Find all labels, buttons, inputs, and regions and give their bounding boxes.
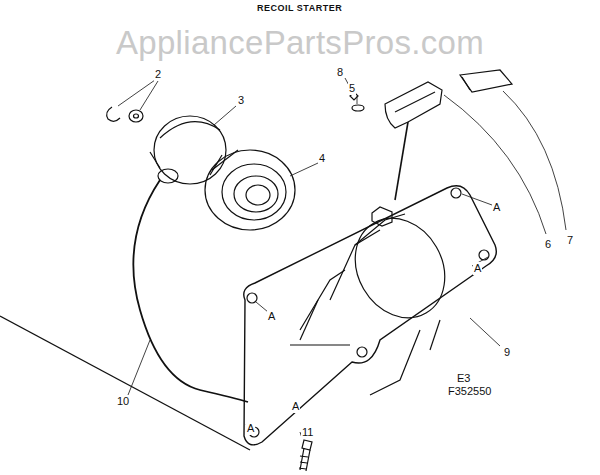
callout-number: 5 — [348, 82, 356, 95]
callout-number: A — [492, 201, 501, 214]
callout-number: 8 — [336, 66, 344, 79]
callout-number: E3 — [456, 372, 471, 385]
callout-number: 9 — [503, 346, 511, 359]
callout-number: A — [267, 310, 276, 323]
drawing-number: F352550 — [447, 385, 492, 398]
callout-number: A — [291, 400, 300, 413]
callout-number: A — [246, 422, 255, 435]
callout-number: 2 — [154, 68, 162, 81]
callout-number: 4 — [318, 152, 326, 165]
callout-number: 6 — [544, 238, 552, 251]
callout-number: A — [473, 262, 482, 275]
callout-number: 11 — [301, 426, 314, 439]
callout-number: 10 — [116, 395, 130, 408]
diagram-title: RECOIL STARTER — [256, 3, 343, 14]
callout-number: 7 — [566, 234, 574, 247]
watermark: AppliancePartsPros.com — [115, 25, 485, 60]
callout-number: 3 — [237, 94, 245, 107]
